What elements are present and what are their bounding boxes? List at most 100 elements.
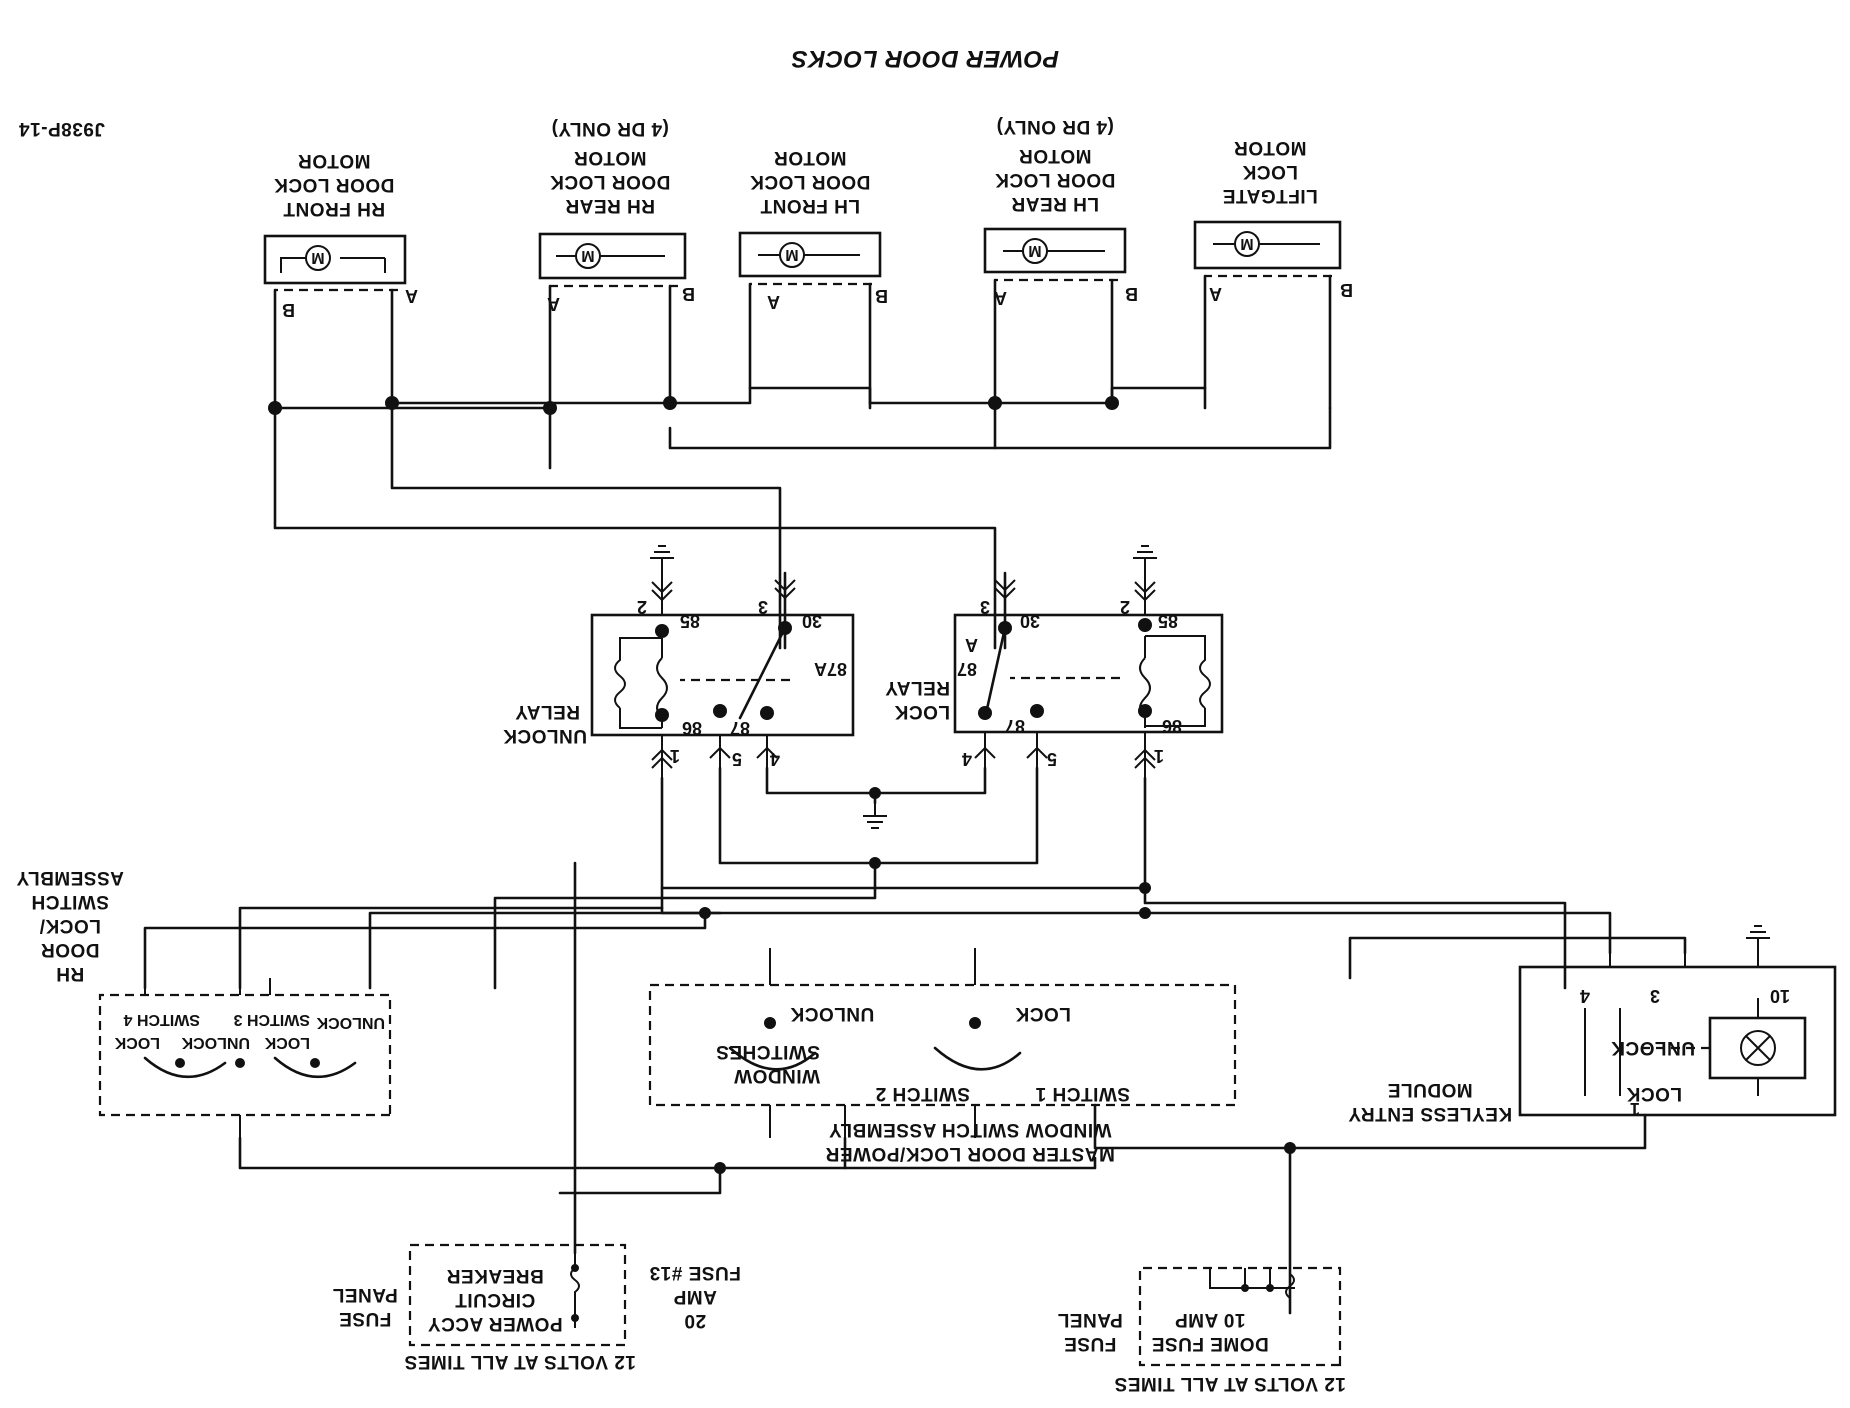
rh-front-line-3: MOTOR	[298, 150, 371, 171]
liftgate-pin-b: B	[1340, 280, 1353, 300]
right-fuse-supply: 12 VOLTS AT ALL TIMES	[1114, 1373, 1346, 1394]
power-accy-fuse: POWER ACCY CIRCUIT BREAKER 20 AMP FUSE #…	[332, 1243, 741, 1372]
rh-rear-pin-b: B	[682, 284, 695, 304]
master-switch-switches: SWITCHES	[716, 1041, 820, 1062]
lh-front-motor: M LH FRONT DOOR LOCK MOTOR B A	[738, 147, 888, 312]
rh-switch-sw3: SWITCH 3	[233, 1011, 310, 1028]
left-fuse-panel-1: FUSE	[339, 1308, 392, 1329]
rh-front-motor-symbol: M	[311, 249, 324, 266]
lock-relay-t85: 85	[1158, 611, 1178, 631]
keyless-label-1: KEYLESS ENTRY	[1348, 1103, 1512, 1124]
master-switch-unlock: UNLOCK	[790, 1003, 874, 1024]
lock-relay-t30: 30	[1020, 611, 1040, 631]
rh-switch-unlock-2: UNLOCK	[181, 1034, 250, 1051]
liftgate-line-1: LIFTGATE	[1222, 185, 1317, 206]
right-fuse-panel-2: PANEL	[1057, 1309, 1122, 1330]
rh-switch-unlock-1: UNLOCK	[316, 1014, 385, 1031]
left-fuse-panel-2: PANEL	[332, 1284, 397, 1305]
right-fuse-box-2: 10 AMP	[1175, 1309, 1246, 1330]
left-fuse-box-3: BREAKER	[446, 1265, 543, 1286]
rh-rear-motor-symbol: M	[581, 247, 594, 264]
figure-id: J938P-14	[19, 118, 105, 139]
unlock-relay-pin4: 4	[770, 749, 780, 769]
left-fuse-rating-1: 20	[684, 1310, 706, 1331]
keyless-pin10: 10	[1770, 986, 1790, 1006]
motor-bus-wires	[268, 274, 1332, 650]
right-fuse-box-1: DOME FUSE	[1151, 1333, 1268, 1354]
lock-relay-pin1: 1	[1154, 746, 1164, 766]
liftgate-pin-a: A	[1209, 284, 1222, 304]
keyless-unlock: UNLOCK	[1611, 1037, 1695, 1058]
lh-rear-motor-symbol: M	[1028, 242, 1041, 259]
lh-rear-line-2: DOOR LOCK	[995, 169, 1116, 190]
left-fuse-box-1: POWER ACCY	[427, 1313, 562, 1334]
rh-switch-sw4: SWITCH 4	[123, 1011, 200, 1028]
unlock-relay-pin3: 3	[758, 597, 768, 617]
rh-front-pin-a: A	[405, 286, 418, 306]
left-fuse-box-2: CIRCUIT	[455, 1289, 536, 1310]
master-switch-assembly: UNLOCK LOCK WINDOW SWITCHES SWITCH 2 SWI…	[648, 948, 1237, 1164]
liftgate-motor: M LIFTGATE LOCK MOTOR B A	[1193, 137, 1353, 304]
lh-rear-line-4: (4 DR ONLY)	[996, 116, 1114, 137]
lh-rear-pin-b: B	[1125, 284, 1138, 304]
rh-rear-line-3: MOTOR	[574, 147, 647, 168]
master-switch-sw2: SWITCH 2	[875, 1083, 970, 1104]
lh-front-line-3: MOTOR	[774, 147, 847, 168]
master-switch-label-2: WINDOW SWITCH ASSEMBLY	[829, 1119, 1112, 1140]
liftgate-line-3: MOTOR	[1234, 137, 1307, 158]
master-switch-lock: LOCK	[1015, 1003, 1071, 1024]
rh-rear-motor: M RH REAR DOOR LOCK MOTOR (4 DR ONLY) B …	[538, 118, 695, 314]
rh-front-line-2: DOOR LOCK	[274, 174, 395, 195]
rh-front-motor: M RH FRONT DOOR LOCK MOTOR A B	[263, 150, 418, 320]
unlock-relay-label-2: RELAY	[515, 701, 580, 722]
keyless-pin3: 3	[1650, 986, 1660, 1006]
left-fuse-rating-3: FUSE #13	[649, 1262, 741, 1283]
unlock-relay-t85: 85	[680, 611, 700, 631]
rh-rear-line-4: (4 DR ONLY)	[551, 118, 669, 139]
rh-switch-label-5: ASSEMBLY	[16, 867, 124, 888]
unlock-relay-pin1: 1	[670, 746, 680, 766]
keyless-pin4: 4	[1580, 986, 1590, 1006]
lock-relay-label-2: RELAY	[885, 677, 950, 698]
lh-rear-line-1: LH REAR	[1011, 193, 1099, 214]
liftgate-line-2: LOCK	[1242, 161, 1298, 182]
liftgate-motor-symbol: M	[1240, 235, 1253, 252]
keyless-lock: LOCK	[1626, 1083, 1682, 1104]
lh-rear-pin-a: A	[994, 288, 1007, 308]
keyless-label-2: MODULE	[1387, 1079, 1472, 1100]
rh-front-pin-b: B	[282, 300, 295, 320]
rh-switch-lock-1: LOCK	[264, 1034, 310, 1051]
lh-front-line-2: DOOR LOCK	[750, 171, 871, 192]
lock-relay-label-1: LOCK	[894, 701, 950, 722]
rh-door-switch-assembly: UNLOCK SWITCH 3 SWITCH 4 LOCK UNLOCK LOC…	[16, 867, 392, 1138]
rh-switch-label-1: RH	[56, 963, 84, 984]
unlock-relay-pin5: 5	[732, 749, 742, 769]
lock-relay-pin3: 3	[980, 597, 990, 617]
unlock-relay-label-1: UNLOCK	[503, 725, 587, 746]
unlock-relay-t86: 86	[682, 718, 702, 738]
lock-relay-pin2: 2	[1120, 597, 1130, 617]
rh-switch-label-2: DOOR	[41, 939, 100, 960]
right-fuse-panel-1: FUSE	[1064, 1333, 1117, 1354]
lock-relay-ta: A	[965, 635, 978, 655]
keyless-pin1: 1	[1630, 1099, 1640, 1119]
rh-rear-line-1: RH REAR	[565, 195, 655, 216]
lock-relay-pin5: 5	[1047, 749, 1057, 769]
master-switch-window: WINDOW	[734, 1065, 820, 1086]
rh-rear-line-2: DOOR LOCK	[550, 171, 671, 192]
lock-relay-t87: 87	[1005, 716, 1025, 736]
lh-front-pin-a: A	[767, 292, 780, 312]
lock-relay: 30 85 87 A 87 86 LOCK RELAY 3 2 4 5 1	[885, 545, 1224, 778]
rh-front-line-1: RH FRONT	[283, 198, 385, 219]
lh-rear-line-3: MOTOR	[1019, 145, 1092, 166]
unlock-relay-t87: 87	[730, 718, 750, 738]
keyless-entry-module: UNLOCK LOCK 4 3 10 1 KEYLESS ENTRY MODUL…	[1093, 911, 1837, 1150]
lh-front-line-1: LH FRONT	[760, 195, 860, 216]
unlock-relay-pin2: 2	[637, 597, 647, 617]
rh-switch-label-3: LOCK/	[39, 915, 101, 936]
lh-rear-motor: M LH REAR DOOR LOCK MOTOR (4 DR ONLY) B …	[983, 116, 1138, 308]
unlock-relay: 85 30 87A 86 87 UNLOCK RELAY 2 3 1 5 4	[503, 545, 855, 778]
master-switch-label-1: MASTER DOOR LOCK/POWER	[825, 1143, 1115, 1164]
lh-front-motor-symbol: M	[785, 246, 798, 263]
